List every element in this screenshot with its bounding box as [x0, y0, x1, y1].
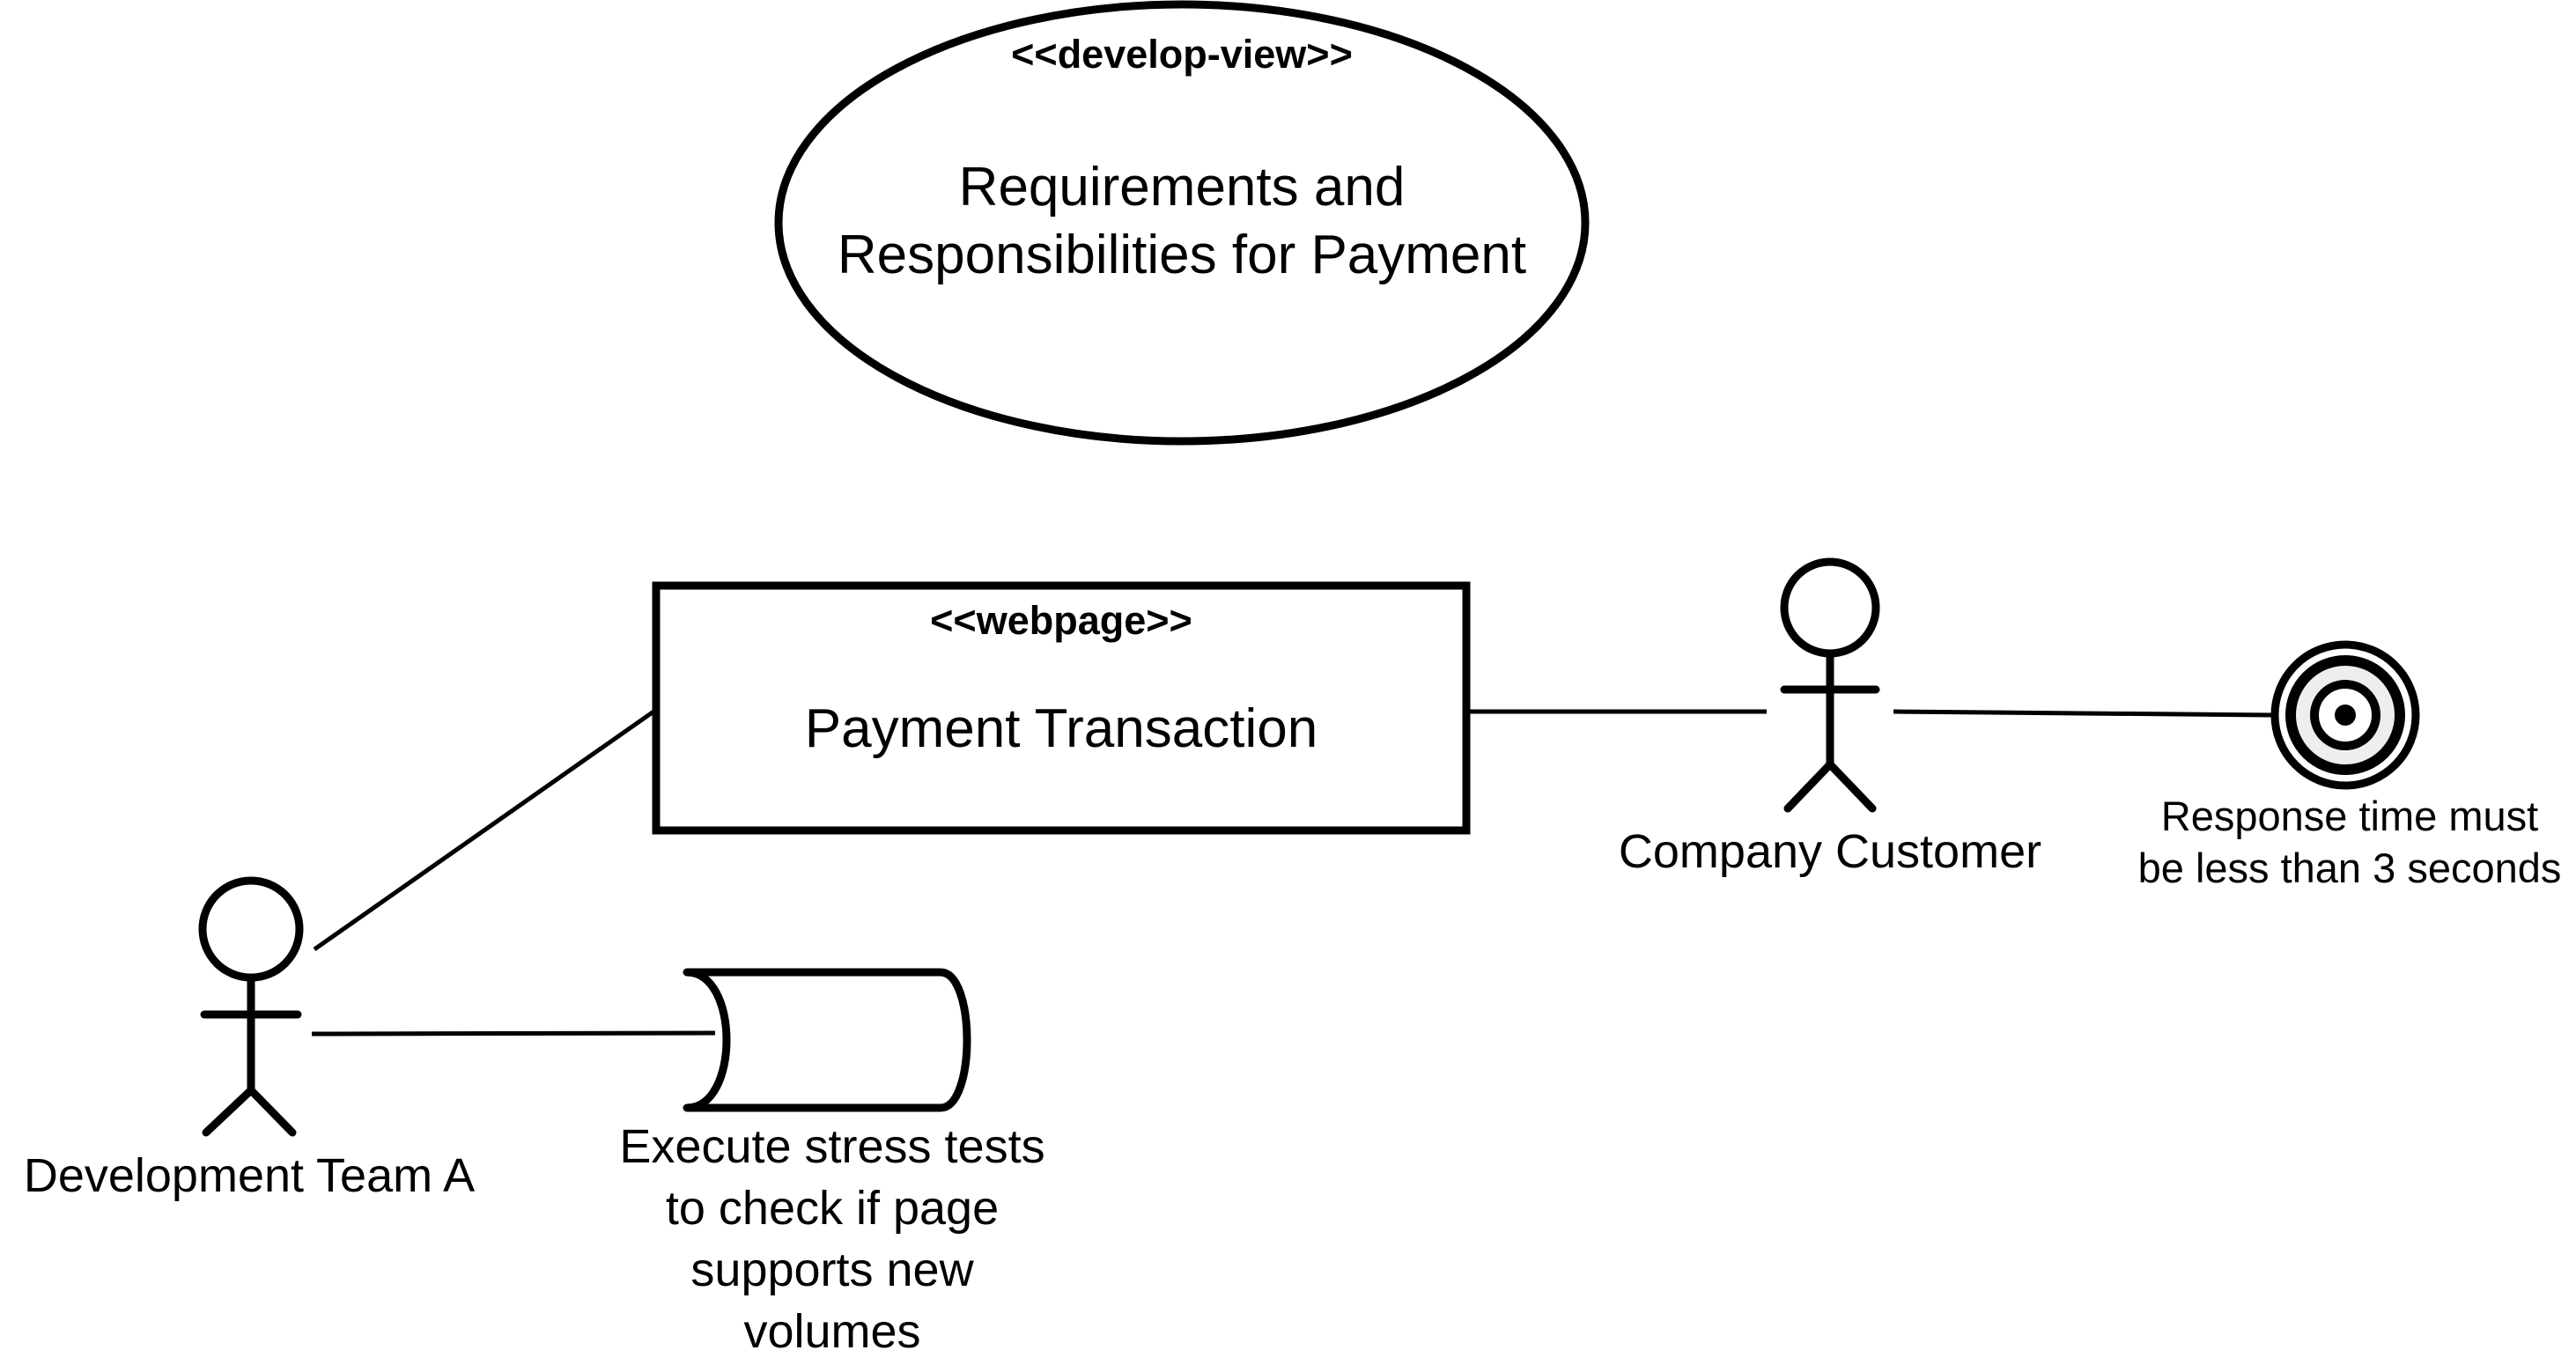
task-stress-test[interactable]: Execute stress tests to check if page su… [619, 968, 1045, 1358]
task-shape [683, 968, 971, 1112]
develop-view-title-line-2: Responsibilities for Payment [838, 225, 1526, 285]
webpage-component[interactable]: <<webpage>> Payment Transaction [652, 581, 1471, 835]
goal-label-line-2: be less than 3 seconds [2138, 845, 2562, 891]
actor-stick-figure-icon [198, 876, 304, 1137]
goal-response-time[interactable]: Response time must be less than 3 second… [2138, 640, 2562, 891]
actor-company-customer-label: Company Customer [1619, 825, 2041, 878]
task-label-line-2: to check if page [666, 1182, 999, 1235]
task-label-line-3: supports new [690, 1243, 974, 1296]
develop-view-title-line-1: Requirements and [959, 157, 1406, 218]
webpage-name: Payment Transaction [805, 698, 1318, 759]
actor-stick-figure-icon [1780, 557, 1880, 813]
webpage-stereotype: <<webpage>> [930, 598, 1192, 643]
connector-dev-to-task [311, 1030, 716, 1037]
develop-view-stereotype: <<develop-view>> [1011, 32, 1353, 77]
actor-development-team-a-label: Development Team A [24, 1149, 475, 1202]
actor-development-team-a[interactable]: Development Team A [24, 876, 475, 1202]
task-label-line-4: volumes [743, 1305, 920, 1358]
target-icon [2270, 640, 2420, 790]
connector-dev-to-component [313, 707, 658, 952]
connector-customer-to-goal [1893, 709, 2275, 718]
develop-view-ellipse[interactable]: <<develop-view>> Requirements and Respon… [774, 0, 1590, 446]
task-label-line-1: Execute stress tests [619, 1120, 1044, 1173]
actor-company-customer[interactable]: Company Customer [1619, 557, 2041, 878]
goal-label-line-1: Response time must [2161, 793, 2538, 839]
